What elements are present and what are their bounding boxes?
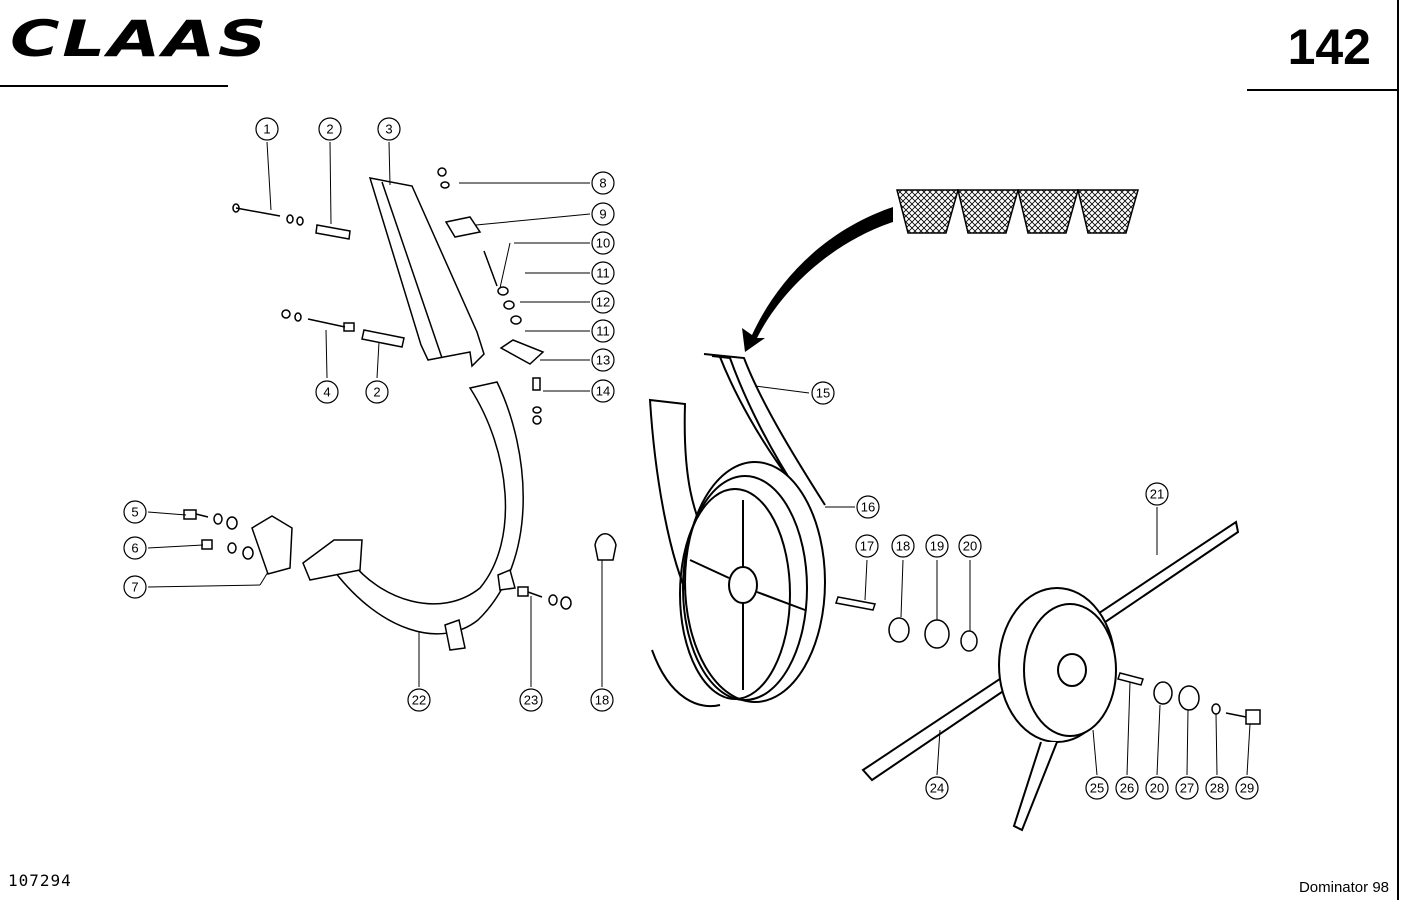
callout-label: 4 — [323, 385, 330, 400]
callout-27: 27 — [1175, 776, 1199, 800]
callout-label: 23 — [524, 693, 538, 708]
callout-11: 11 — [591, 319, 615, 343]
hub-parts-26-29 — [1117, 672, 1261, 725]
callout-label: 5 — [131, 505, 138, 520]
callout-9: 9 — [591, 202, 615, 226]
hub-parts-17-20 — [835, 596, 978, 652]
callout-18: 18 — [891, 534, 915, 558]
small-pulley-25 — [861, 520, 1240, 832]
callout-20: 20 — [1145, 776, 1169, 800]
callout-29: 29 — [1235, 776, 1259, 800]
callout-16: 16 — [856, 495, 880, 519]
belt-cross-section — [896, 189, 1139, 234]
callout-label: 29 — [1240, 781, 1254, 796]
callout-label: 11 — [596, 324, 610, 339]
callout-label: 22 — [412, 693, 426, 708]
leader-lines — [147, 141, 1251, 776]
callout-label: 18 — [595, 693, 609, 708]
callout-label: 21 — [1150, 487, 1164, 502]
callout-label: 20 — [1150, 781, 1164, 796]
page-number: 142 — [1287, 19, 1371, 75]
bolts-5-6-7 — [183, 509, 293, 575]
callout-label: 11 — [596, 266, 610, 281]
callout-1: 1 — [255, 117, 279, 141]
callout-4: 4 — [315, 380, 339, 404]
callout-label: 8 — [599, 176, 606, 191]
large-pulley-16 — [648, 353, 826, 708]
callout-3: 3 — [377, 117, 401, 141]
callout-label: 9 — [599, 207, 606, 222]
callout-25: 25 — [1085, 776, 1109, 800]
callout-label: 3 — [385, 122, 392, 137]
callout-label: 19 — [930, 539, 944, 554]
callout-11: 11 — [591, 261, 615, 285]
callout-label: 2 — [326, 122, 333, 137]
small-parts-8-14 — [437, 167, 545, 425]
model-name: Dominator 98 — [1298, 879, 1389, 896]
callout-label: 6 — [131, 541, 138, 556]
callout-label: 16 — [861, 500, 875, 515]
callout-label: 25 — [1090, 781, 1104, 796]
callout-5: 5 — [123, 500, 147, 524]
direction-arrow — [742, 207, 893, 352]
pin-2-upper — [315, 224, 351, 240]
callout-label: 17 — [860, 539, 874, 554]
callout-label: 7 — [131, 580, 138, 595]
callout-label: 27 — [1180, 781, 1194, 796]
callout-label: 24 — [930, 781, 944, 796]
bolt-1 — [232, 203, 304, 226]
callout-23: 23 — [519, 688, 543, 712]
callout-26: 26 — [1115, 776, 1139, 800]
drawing-number: 107294 — [8, 871, 72, 890]
callout-15: 15 — [811, 381, 835, 405]
callout-10: 10 — [591, 231, 615, 255]
bolt-4 — [281, 309, 355, 332]
callout-label: 15 — [816, 386, 830, 401]
callout-22: 22 — [407, 688, 431, 712]
callout-label: 20 — [963, 539, 977, 554]
callout-8: 8 — [591, 171, 615, 195]
callout-6: 6 — [123, 536, 147, 560]
callout-21: 21 — [1145, 482, 1169, 506]
callout-label: 14 — [596, 384, 610, 399]
callout-2: 2 — [318, 117, 342, 141]
callout-label: 18 — [896, 539, 910, 554]
callout-12: 12 — [591, 290, 615, 314]
callout-20: 20 — [958, 534, 982, 558]
callout-label: 10 — [596, 236, 610, 251]
callout-7: 7 — [123, 575, 147, 599]
callout-label: 12 — [596, 295, 610, 310]
bracket-3 — [368, 177, 485, 368]
callout-13: 13 — [591, 348, 615, 372]
callout-label: 28 — [1210, 781, 1224, 796]
callout-label: 26 — [1120, 781, 1134, 796]
cap-18 — [594, 533, 617, 561]
callout-label: 13 — [596, 353, 610, 368]
callout-18: 18 — [590, 688, 614, 712]
callout-24: 24 — [925, 776, 949, 800]
bolt-23 — [517, 586, 572, 610]
callout-28: 28 — [1205, 776, 1229, 800]
callout-label: 2 — [373, 385, 380, 400]
callout-2: 2 — [365, 380, 389, 404]
brand-logo: CLAAS — [10, 10, 270, 68]
callout-label: 1 — [263, 122, 270, 137]
callout-14: 14 — [591, 379, 615, 403]
callout-19: 19 — [925, 534, 949, 558]
belt-guard-22 — [302, 381, 524, 651]
callout-17: 17 — [855, 534, 879, 558]
pin-2-lower — [361, 329, 405, 348]
